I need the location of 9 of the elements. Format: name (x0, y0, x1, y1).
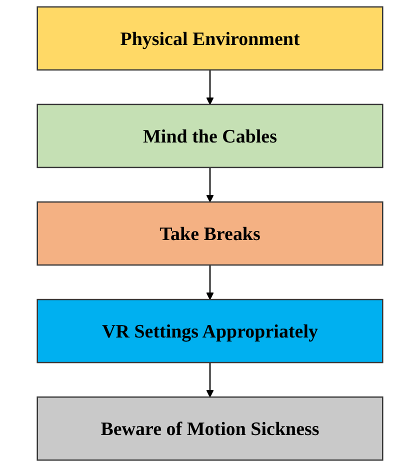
node-box: VR Settings Appropriately (36, 298, 384, 364)
node-box: Take Breaks (36, 201, 384, 266)
arrow (206, 70, 214, 105)
arrow (206, 362, 214, 398)
arrow (206, 167, 214, 202)
node-box: Physical Environment (36, 6, 384, 71)
node-box: Mind the Cables (36, 104, 384, 168)
arrow (206, 265, 214, 300)
node-box: Beware of Motion Sickness (36, 396, 384, 461)
